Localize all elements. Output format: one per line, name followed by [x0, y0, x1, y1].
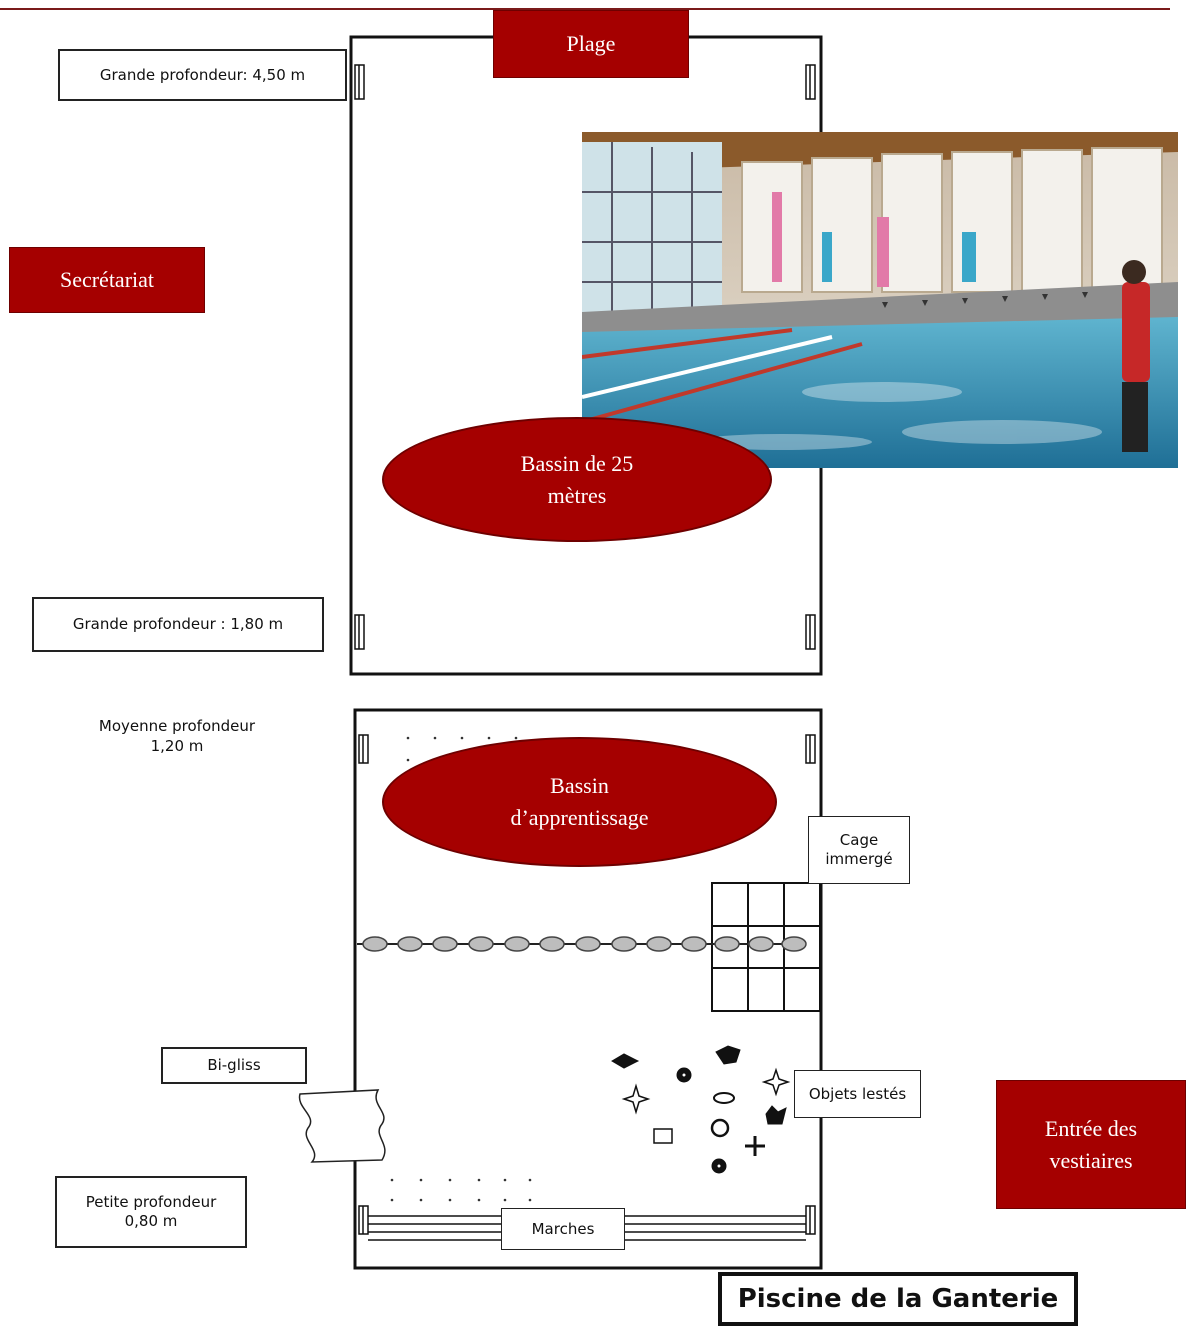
page-title: Piscine de la Ganterie — [718, 1272, 1078, 1326]
entree-line2: vestiaires — [1049, 1147, 1133, 1173]
learning-pool-label: Bassin d’apprentissage — [382, 737, 777, 867]
fish-object-icon — [715, 1045, 741, 1065]
dots-bottom — [390, 1178, 532, 1202]
depth-medium-line2: 1,20 m — [150, 737, 204, 756]
pool-25m-line2: mètres — [547, 482, 607, 508]
cage-line1: Cage — [839, 831, 879, 850]
learning-pool-line2: d’apprentissage — [510, 805, 649, 830]
ladder-icon — [354, 64, 816, 1235]
pool-photo — [582, 132, 1178, 468]
objets-label: Objets lestés — [794, 1070, 921, 1118]
depth-deep-450-label: Grande profondeur: 4,50 m — [58, 49, 347, 101]
star-object-icon — [761, 1067, 791, 1097]
pool-25m-label: Bassin de 25 mètres — [382, 417, 772, 542]
diamond-object-icon — [611, 1053, 640, 1069]
depth-shallow-line1: Petite profondeur — [85, 1193, 217, 1212]
cage-line2: immergé — [825, 850, 893, 868]
eye-object-icon — [713, 1092, 735, 1104]
bigliss-label: Bi-gliss — [161, 1047, 307, 1084]
depth-medium-label: Moyenne profondeur 1,20 m — [62, 716, 292, 757]
depth-shallow-line2: 0,80 m — [124, 1212, 178, 1230]
marches-label: Marches — [501, 1208, 625, 1250]
lane-rope — [357, 936, 807, 952]
depth-deep-180-label: Grande profondeur : 1,80 m — [32, 597, 324, 652]
plage-label: Plage — [493, 10, 689, 78]
cross-object-icon — [745, 1136, 765, 1156]
chair-object-icon — [653, 1128, 673, 1144]
entree-line1: Entrée des — [1044, 1115, 1138, 1141]
weighted-objects — [611, 1045, 791, 1174]
top-rule — [0, 8, 1170, 10]
secretariat-label: Secrétariat — [9, 247, 205, 313]
learning-pool-line1: Bassin — [550, 773, 609, 799]
gear-object-icon — [710, 1118, 730, 1138]
star-object-icon-2 — [621, 1083, 651, 1115]
entree-label: Entrée des vestiaires — [996, 1080, 1186, 1209]
bigliss-slide — [298, 1089, 386, 1163]
pool-25m-line1: Bassin de 25 — [520, 450, 634, 476]
depth-medium-line1: Moyenne profondeur — [98, 717, 256, 735]
shell-object-icon — [765, 1105, 787, 1125]
